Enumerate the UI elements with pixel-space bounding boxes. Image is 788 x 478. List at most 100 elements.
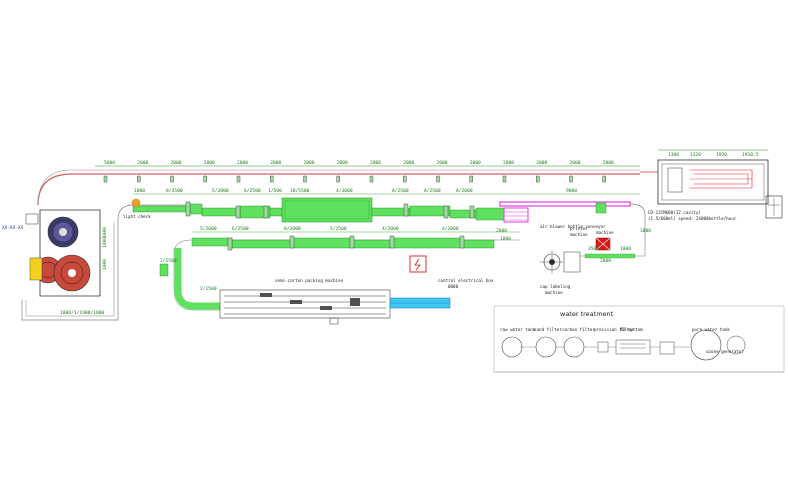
lower-dimension-label: 8/2000 (284, 226, 301, 232)
middle-dimension-label: 8/3500 (166, 188, 183, 194)
top-dimension-label: 2000 (536, 160, 547, 166)
capping-dimension-label: 1000 (500, 236, 511, 242)
left-vertical-dimension-label: 1000 (102, 227, 108, 238)
air-blower-machine-note: machine (596, 230, 614, 235)
blow-machine-speed-label: (1.5/600ml) speed: 24000bottle/hour (648, 216, 737, 221)
water-treatment-title: water treatment (560, 310, 614, 318)
conveyor-support (170, 175, 174, 183)
middle-dimension-label: 10/5500 (290, 188, 310, 194)
middle-dimension-label: 1000 (134, 188, 145, 194)
top-dimension-label: 2000 (370, 160, 381, 166)
air-blower-label: air blower bottle conveyor (540, 224, 606, 229)
cap-labeling-machine-label: machine (545, 290, 563, 295)
packing-machine (219, 289, 451, 325)
top-dimension-label: 2000 (470, 160, 481, 166)
conveyor-support (536, 175, 540, 183)
conveyor-support (369, 175, 374, 183)
water-treatment-stage-label: raw water tank (500, 327, 536, 332)
blow-moulding-machine (640, 149, 783, 219)
top-dimension-label: 2000 (403, 160, 414, 166)
top-dimension-label: 2000 (204, 160, 215, 166)
lower-dimension-label: 5/2000 (200, 226, 217, 232)
conveyor-support (436, 175, 440, 183)
blow-machine-dimension-label: 1920 (716, 152, 727, 158)
conveyor-support (203, 175, 207, 183)
middle-dimension-labels: 1000 8/3500 5/2000 6/2500 1/500 10/5500 4/3000… (134, 188, 577, 194)
top-dimension-label: 5000 (104, 160, 115, 166)
top-conveyor (37, 165, 640, 206)
conveyor-support (502, 175, 507, 183)
light-check-label: light check (123, 214, 151, 219)
lower-dimension-labels: 5/2000 6/2500 8/2000 5/2500 4/2000 4/2000 2/15… (200, 226, 459, 292)
top-dimension-label: 2000 (570, 160, 581, 166)
blow-machine-dimension-labels: 1300 1320 1920 1910.5 (668, 152, 759, 158)
top-dimension-label: 2000 (304, 160, 315, 166)
lower-dimension-label: 6/2500 (232, 226, 249, 232)
blow-machine-dimension-label: 1910.5 (742, 152, 759, 158)
middle-dimension-label: 8/2000 (456, 188, 473, 194)
conveyor-support (137, 175, 141, 183)
top-dimension-label: 2000 (437, 160, 448, 166)
water-treatment-panel (493, 305, 785, 373)
control-box-label: control electrical box (438, 278, 494, 283)
bottom-loop-conveyor (21, 204, 200, 321)
middle-dimension-label: 8/2500 (424, 188, 441, 194)
blow-machine-dimension-label: 1320 (690, 152, 701, 158)
packing-machine-label: semi-carton packing machine (275, 278, 344, 283)
top-dimension-labels: 5000 2000 2000 2000 2000 2000 2000 2000 2000 2000… (104, 160, 614, 166)
capping-dimension-label: 2000 (496, 228, 507, 234)
lower-dimension-label: 5/2500 (330, 226, 347, 232)
left-vertical-dimension-label: 1000 (102, 259, 108, 270)
cap-labeling-label: cap labeling (540, 284, 571, 289)
water-treatment-stage-label: RO system (620, 327, 643, 332)
top-dimension-label: 2000 (171, 160, 182, 166)
conveyor-support (469, 175, 473, 183)
conveyor-support (303, 175, 307, 183)
capping-dimension-label: 2000 (600, 258, 611, 264)
water-treatment-stage-label: pure water tank (692, 327, 730, 332)
blow-machine-model-label: CD-12CM600(12 cavity) (648, 210, 701, 215)
middle-dimension-label: 5/2000 (212, 188, 229, 194)
water-treatment-stage-label: carbon filter (562, 327, 595, 332)
capping-dimension-label: 3500 (588, 246, 599, 252)
top-dimension-label: 2000 (503, 160, 514, 166)
middle-dimension-label: 1/500 (268, 188, 282, 194)
middle-dimension-label: 8/2500 (392, 188, 409, 194)
capping-unit (540, 237, 646, 274)
control-electrical-box (409, 255, 427, 273)
capping-dimension-label: 1000 (620, 246, 631, 252)
top-dimension-label: 2000 (270, 160, 281, 166)
middle-dimension-label: 9000 (566, 188, 577, 194)
conveyor-support (336, 175, 340, 183)
conveyor-support (236, 175, 241, 183)
air-conveyor-section (499, 201, 646, 240)
lower-dimension-label: 2/1500 (200, 286, 217, 292)
filling-machine (25, 209, 101, 297)
conveyor-support (602, 175, 606, 183)
conveyor-support (270, 175, 274, 183)
water-treatment-stage-label: sand filter (534, 327, 562, 332)
control-box-size-label: 0000 (448, 284, 459, 289)
top-dimension-label: 2000 (337, 160, 348, 166)
conveyor-support (103, 175, 108, 183)
middle-dimension-label: 4/3000 (336, 188, 353, 194)
water-treatment-stage-label: ozone generator (706, 349, 744, 354)
conveyor-support (403, 175, 407, 183)
printer-label: printer (570, 226, 588, 231)
middle-dimension-label: 6/2500 (244, 188, 261, 194)
blow-machine-dimension-label: 1300 (668, 152, 679, 158)
top-dimension-label: 2000 (137, 160, 148, 166)
lower-conveyor (159, 235, 520, 311)
lower-dimension-label: 4/2000 (382, 226, 399, 232)
lower-dimension-label: 4/2000 (442, 226, 459, 232)
printer-machine-label: machine (570, 232, 588, 237)
left-vertical-dimension-label: 1000 (102, 237, 108, 248)
top-conveyor-supports (103, 175, 606, 183)
left-side-dimension-label: 2/1500 (160, 258, 177, 264)
middle-conveyor (131, 197, 505, 223)
top-dimension-label: 2000 (603, 160, 614, 166)
